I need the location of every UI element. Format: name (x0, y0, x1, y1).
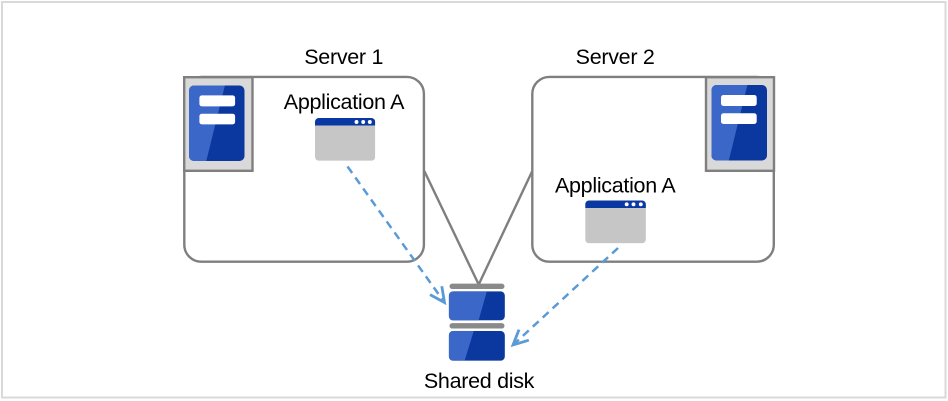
svg-text:Application A: Application A (555, 174, 676, 198)
svg-text:Server 1: Server 1 (304, 45, 383, 69)
svg-text:Application A: Application A (284, 90, 405, 114)
svg-text:Server 2: Server 2 (576, 45, 655, 69)
svg-text:Shared disk: Shared disk (424, 369, 535, 393)
